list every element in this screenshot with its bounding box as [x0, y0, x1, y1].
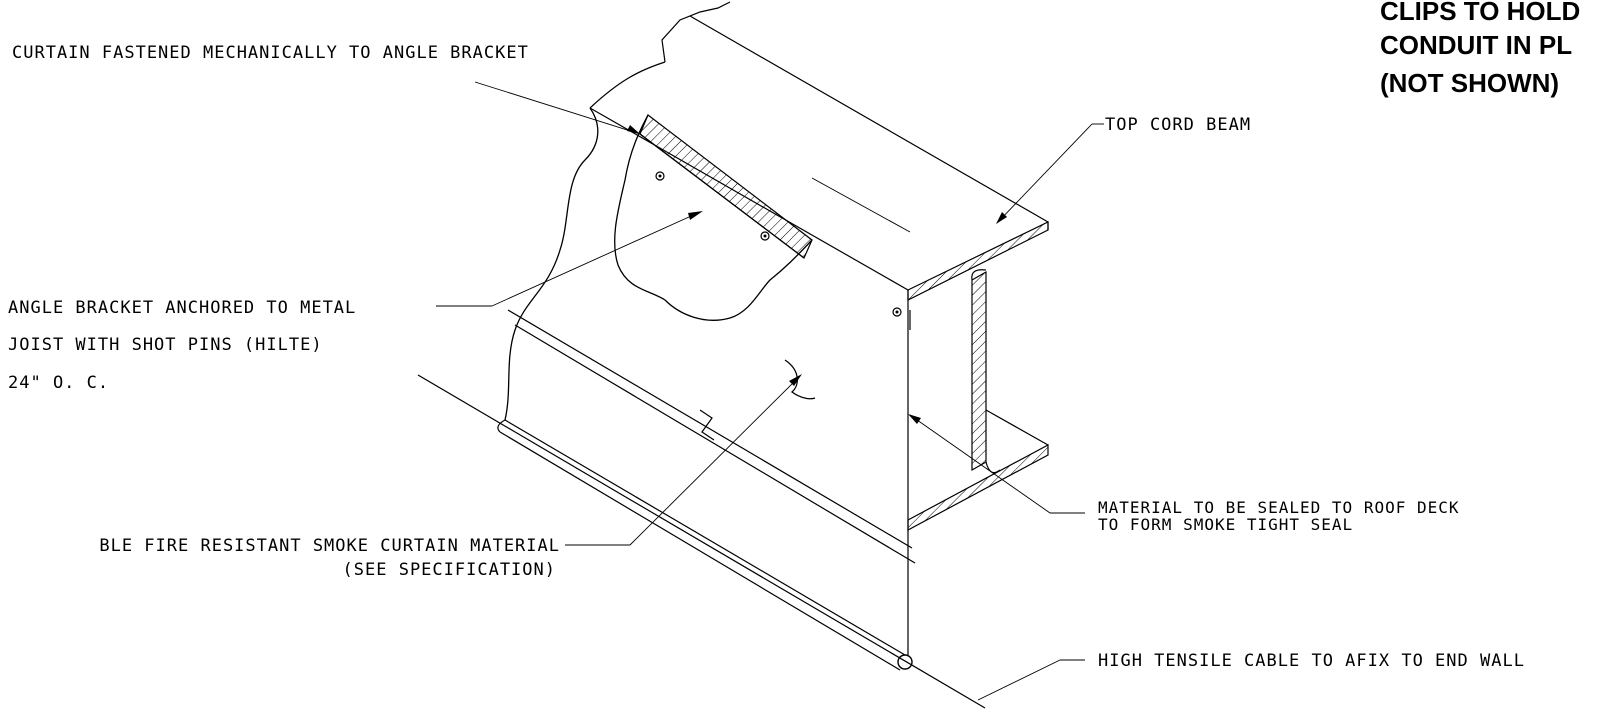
curtain-bottom-edge: [417, 309, 986, 709]
label-material-sealed-line2: TO FORM SMOKE TIGHT SEAL: [1098, 515, 1353, 534]
label-angle-bracket-line3: 24" O. C.: [8, 373, 109, 393]
top-cord-beam: [589, 1, 1049, 532]
label-high-tensile-cable: HIGH TENSILE CABLE TO AFIX TO END WALL: [1098, 651, 1525, 671]
shot-pin-icon: [760, 231, 770, 241]
shot-pin-icon: [655, 171, 665, 181]
angle-bracket: [639, 114, 911, 330]
label-curtain-fastened: CURTAIN FASTENED MECHANICALLY TO ANGLE B…: [12, 43, 529, 63]
label-material-sealed-line1: MATERIAL TO BE SEALED TO ROOF DECK: [1098, 498, 1460, 517]
label-clips-line3: (NOT SHOWN): [1380, 68, 1559, 98]
leader-lines: [436, 81, 1104, 701]
label-angle-bracket-line1: ANGLE BRACKET ANCHORED TO METAL: [8, 298, 356, 318]
label-angle-bracket-line2: JOIST WITH SHOT PINS (HILTE): [8, 335, 323, 355]
shot-pin-icon: [892, 307, 902, 317]
label-clips-line1: CLIPS TO HOLD: [1380, 0, 1580, 26]
label-top-cord-beam: TOP CORD BEAM: [1105, 115, 1251, 135]
cable-end-icon: [897, 654, 913, 670]
label-clips-line2: CONDUIT IN PL: [1380, 30, 1572, 60]
label-curtain-material-line1: BLE FIRE RESISTANT SMOKE CURTAIN MATERIA…: [99, 536, 560, 556]
label-curtain-material-line2: (SEE SPECIFICATION): [343, 560, 556, 580]
curtain-cutaway: [504, 107, 813, 421]
